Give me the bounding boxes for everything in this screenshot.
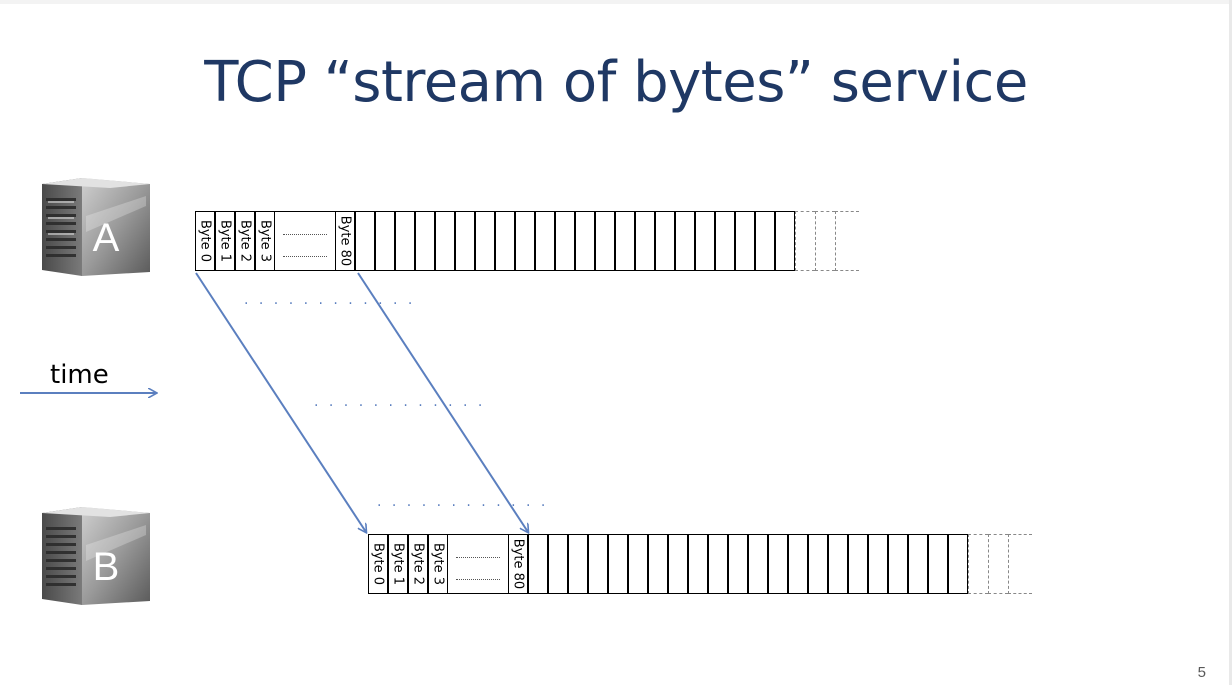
byte-cell: Byte 1 bbox=[215, 211, 235, 271]
gap-dash-line bbox=[456, 557, 500, 558]
continuation-cell bbox=[988, 534, 1008, 594]
empty-byte-cell bbox=[768, 534, 788, 594]
time-axis-label: time bbox=[50, 360, 109, 390]
empty-byte-cell bbox=[548, 534, 568, 594]
empty-byte-cell bbox=[608, 534, 628, 594]
host-b-letter: B bbox=[92, 545, 120, 589]
byte-cell-80: Byte 80 bbox=[335, 211, 355, 271]
slide-top-edge bbox=[0, 0, 1232, 4]
empty-byte-cell bbox=[648, 534, 668, 594]
page-number: 5 bbox=[1197, 664, 1206, 681]
empty-byte-cell bbox=[928, 534, 948, 594]
byte-cell: Byte 0 bbox=[195, 211, 215, 271]
empty-byte-cell bbox=[568, 534, 588, 594]
empty-byte-cell bbox=[788, 534, 808, 594]
empty-byte-cell bbox=[655, 211, 675, 271]
byte-cell: Byte 3 bbox=[428, 534, 448, 594]
empty-byte-cell bbox=[628, 534, 648, 594]
byte-gap bbox=[275, 211, 335, 271]
empty-byte-cell bbox=[748, 534, 768, 594]
empty-byte-cell bbox=[808, 534, 828, 594]
empty-byte-cell bbox=[868, 534, 888, 594]
empty-byte-cell bbox=[495, 211, 515, 271]
empty-byte-cell bbox=[848, 534, 868, 594]
continuation-cell bbox=[835, 211, 859, 271]
byte0-transfer-arrow bbox=[195, 272, 366, 532]
empty-byte-cell bbox=[668, 534, 688, 594]
gap-dash-line bbox=[456, 579, 500, 580]
empty-byte-cell bbox=[515, 211, 535, 271]
empty-byte-cell bbox=[728, 534, 748, 594]
empty-byte-cell bbox=[708, 534, 728, 594]
empty-byte-cell bbox=[375, 211, 395, 271]
empty-byte-cell bbox=[588, 534, 608, 594]
empty-byte-cell bbox=[415, 211, 435, 271]
host-a-letter: A bbox=[92, 216, 120, 260]
byte-cell: Byte 2 bbox=[408, 534, 428, 594]
empty-byte-cell bbox=[635, 211, 655, 271]
empty-byte-cell bbox=[395, 211, 415, 271]
slide-right-edge bbox=[1229, 0, 1232, 685]
byte-cell: Byte 1 bbox=[388, 534, 408, 594]
continuation-cell bbox=[968, 534, 988, 594]
byte80-transfer-arrow bbox=[357, 272, 528, 532]
gap-dash-line bbox=[283, 256, 327, 257]
empty-byte-cell bbox=[615, 211, 635, 271]
empty-byte-cell bbox=[715, 211, 735, 271]
empty-byte-cell bbox=[735, 211, 755, 271]
byte-cell: Byte 3 bbox=[255, 211, 275, 271]
empty-byte-cell bbox=[435, 211, 455, 271]
continuation-cell bbox=[795, 211, 815, 271]
empty-byte-cell bbox=[355, 211, 375, 271]
empty-byte-cell bbox=[535, 211, 555, 271]
server-tower-icon bbox=[42, 507, 150, 605]
empty-byte-cell bbox=[828, 534, 848, 594]
empty-byte-cell bbox=[475, 211, 495, 271]
byte-cell-80: Byte 80 bbox=[508, 534, 528, 594]
slide-title: TCP “stream of bytes” service bbox=[204, 50, 1028, 115]
gap-dash-line bbox=[283, 234, 327, 235]
ellipsis-dots-3: . . . . . . . . . . . . bbox=[377, 494, 549, 510]
empty-byte-cell bbox=[455, 211, 475, 271]
empty-byte-cell bbox=[595, 211, 615, 271]
empty-byte-cell bbox=[888, 534, 908, 594]
empty-byte-cell bbox=[775, 211, 795, 271]
byte-gap bbox=[448, 534, 508, 594]
empty-byte-cell bbox=[575, 211, 595, 271]
host-b: B bbox=[36, 505, 156, 610]
empty-byte-cell bbox=[675, 211, 695, 271]
empty-byte-cell bbox=[695, 211, 715, 271]
continuation-cell bbox=[1008, 534, 1032, 594]
empty-byte-cell bbox=[908, 534, 928, 594]
ellipsis-dots-1: . . . . . . . . . . . . bbox=[244, 292, 416, 308]
server-tower-icon bbox=[42, 178, 150, 276]
empty-byte-cell bbox=[948, 534, 968, 594]
empty-byte-cell bbox=[688, 534, 708, 594]
host-a: A bbox=[36, 176, 156, 281]
empty-byte-cell bbox=[755, 211, 775, 271]
empty-byte-cell bbox=[555, 211, 575, 271]
byte-cell: Byte 2 bbox=[235, 211, 255, 271]
continuation-cell bbox=[815, 211, 835, 271]
empty-byte-cell bbox=[528, 534, 548, 594]
byte-cell: Byte 0 bbox=[368, 534, 388, 594]
